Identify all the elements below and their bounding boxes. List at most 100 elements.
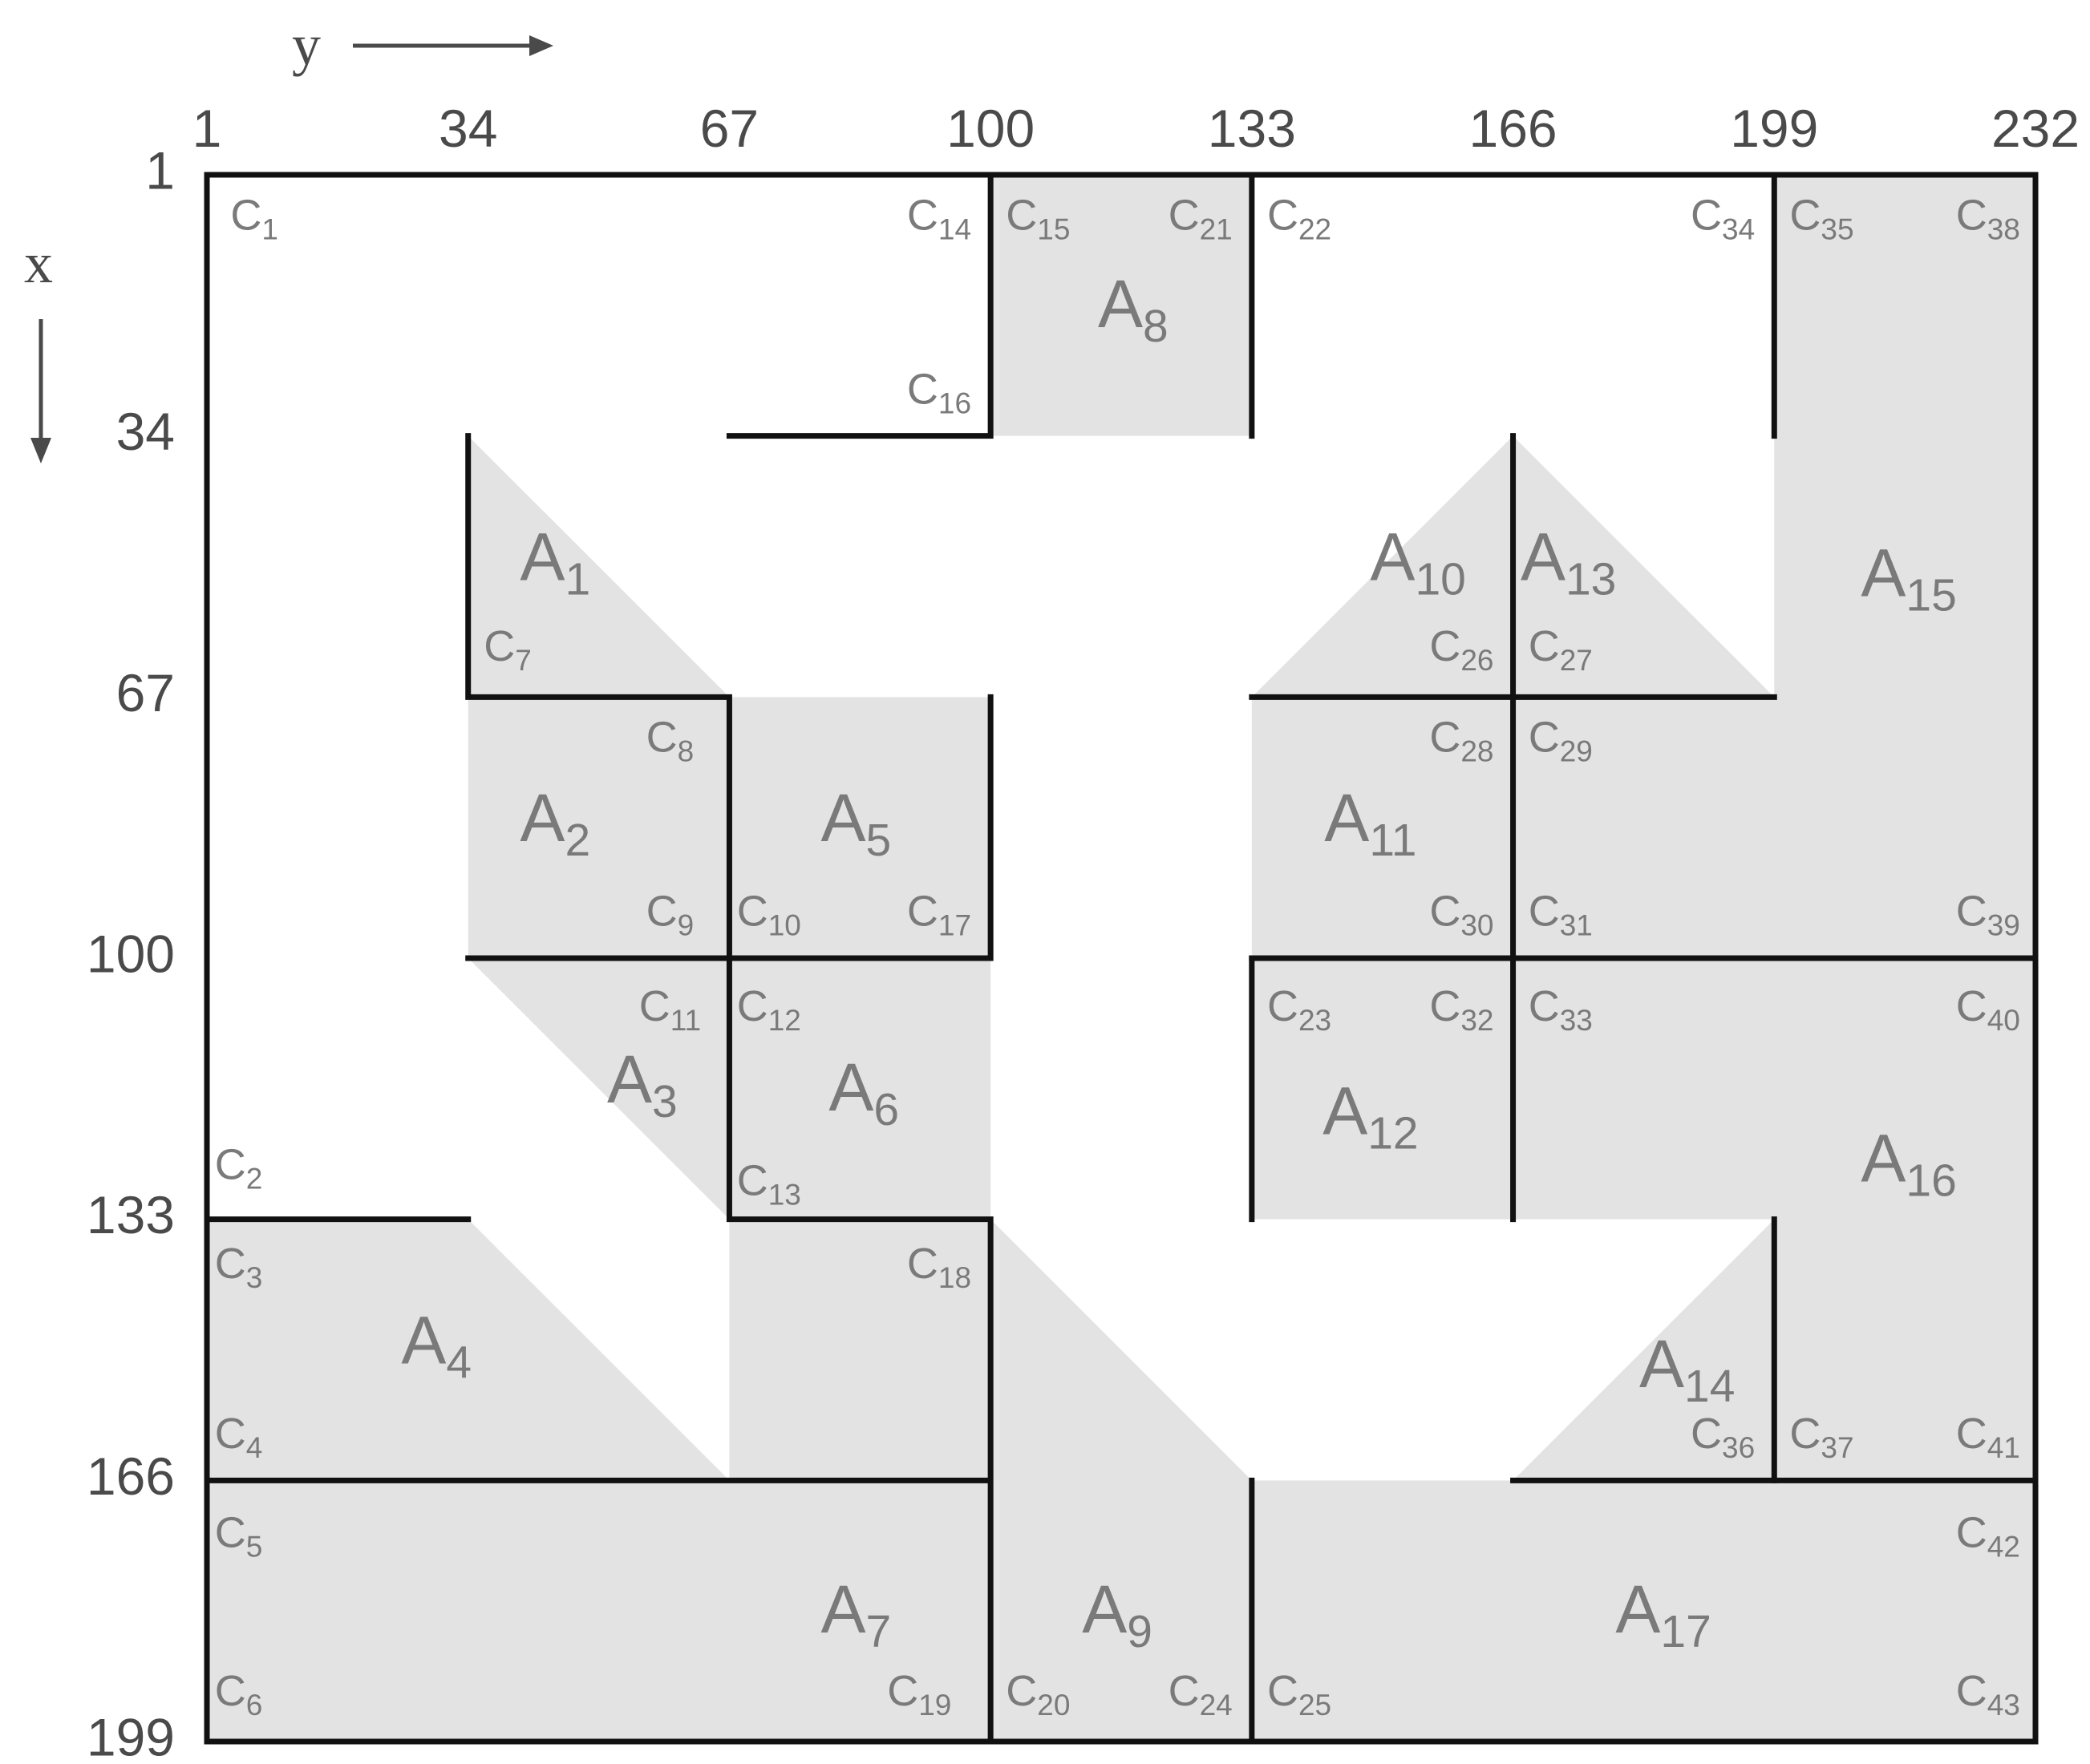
region-a8 bbox=[990, 175, 1252, 436]
y-tick-label: 133 bbox=[1208, 99, 1296, 158]
corner-label-c42: C42 bbox=[1956, 1509, 2020, 1564]
corner-label-c29: C29 bbox=[1529, 714, 1593, 768]
region-a12 bbox=[1251, 958, 1513, 1220]
corner-label-c1: C1 bbox=[230, 192, 278, 246]
x-tick-label: 34 bbox=[116, 402, 175, 461]
area-label-a17: A17 bbox=[1615, 1572, 1711, 1657]
corner-label-c11: C11 bbox=[639, 982, 701, 1037]
corner-label-c18: C18 bbox=[907, 1240, 971, 1294]
region-a15 bbox=[1513, 175, 2035, 958]
area-label-a13: A13 bbox=[1521, 520, 1616, 605]
area-label-a7: A7 bbox=[820, 1572, 891, 1657]
area-label-a1: A1 bbox=[520, 520, 590, 605]
region-a10 bbox=[1251, 435, 1513, 698]
corner-label-c31: C31 bbox=[1529, 888, 1593, 942]
corner-label-c41: C41 bbox=[1956, 1410, 2020, 1464]
area-labels: A1A2A3A4A5A6A7A8A9A10A11A12A13A14A15A16A… bbox=[401, 266, 1956, 1657]
y-axis-arrow-icon bbox=[353, 35, 553, 56]
corner-label-c19: C19 bbox=[887, 1667, 951, 1722]
corner-label-c25: C25 bbox=[1267, 1667, 1331, 1722]
area-label-a10: A10 bbox=[1370, 520, 1465, 605]
region-a17 bbox=[1251, 1480, 2035, 1742]
x-tick-label: 67 bbox=[116, 663, 175, 722]
corner-label-c40: C40 bbox=[1956, 982, 2020, 1037]
corner-label-c21: C21 bbox=[1169, 192, 1233, 246]
region-a14 bbox=[1513, 1219, 1775, 1481]
area-label-a5: A5 bbox=[820, 780, 891, 866]
y-tick-label: 34 bbox=[439, 99, 497, 158]
corner-label-c13: C13 bbox=[737, 1157, 801, 1212]
region-a11 bbox=[1251, 697, 1513, 958]
corner-label-c37: C37 bbox=[1789, 1410, 1853, 1464]
y-tick-label: 199 bbox=[1730, 99, 1818, 158]
walls bbox=[204, 172, 2039, 1745]
wall-segment bbox=[204, 433, 994, 1742]
x-tick-label: 199 bbox=[87, 1707, 175, 1764]
x-tick-label: 100 bbox=[87, 924, 175, 983]
region-a2 bbox=[468, 697, 730, 958]
x-tick-label: 166 bbox=[87, 1446, 175, 1506]
corner-label-c36: C36 bbox=[1691, 1410, 1755, 1464]
corner-label-c7: C7 bbox=[484, 622, 532, 677]
corner-label-c33: C33 bbox=[1529, 982, 1593, 1037]
corner-label-c2: C2 bbox=[215, 1141, 263, 1196]
x-tick-label: 133 bbox=[87, 1185, 175, 1244]
corner-label-c26: C26 bbox=[1429, 622, 1493, 677]
region-a6 bbox=[729, 958, 991, 1220]
corner-label-c10: C10 bbox=[737, 888, 801, 942]
corner-label-c38: C38 bbox=[1956, 192, 2020, 246]
corner-label-c28: C28 bbox=[1429, 714, 1493, 768]
corner-label-c39: C39 bbox=[1956, 888, 2020, 942]
corner-label-c23: C23 bbox=[1267, 982, 1331, 1037]
area-label-a16: A16 bbox=[1861, 1121, 1956, 1207]
corner-label-c32: C32 bbox=[1429, 982, 1493, 1037]
corner-label-c34: C34 bbox=[1691, 192, 1755, 246]
y-tick-label: 232 bbox=[1991, 99, 2080, 158]
wall-segment bbox=[726, 172, 994, 439]
corner-label-c17: C17 bbox=[907, 888, 971, 942]
corner-label-c27: C27 bbox=[1529, 622, 1593, 677]
corner-label-c5: C5 bbox=[215, 1509, 263, 1564]
corner-label-c24: C24 bbox=[1169, 1667, 1233, 1722]
corner-label-c15: C15 bbox=[1006, 192, 1070, 246]
corner-label-c35: C35 bbox=[1789, 192, 1853, 246]
corner-label-c16: C16 bbox=[907, 366, 971, 420]
area-label-a9: A9 bbox=[1082, 1572, 1152, 1657]
area-label-a3: A3 bbox=[607, 1042, 678, 1127]
y-tick-label: 100 bbox=[946, 99, 1035, 158]
region-a9 bbox=[990, 1219, 1252, 1742]
region-a7 bbox=[207, 1219, 991, 1742]
x-axis-name: x bbox=[24, 231, 53, 295]
corner-label-c6: C6 bbox=[215, 1667, 263, 1722]
area-label-a2: A2 bbox=[520, 780, 590, 866]
x-axis-arrow-icon bbox=[30, 319, 51, 463]
corner-label-c4: C4 bbox=[215, 1410, 263, 1464]
corner-label-c3: C3 bbox=[215, 1240, 263, 1294]
region-a5 bbox=[729, 697, 991, 958]
region-a1 bbox=[468, 435, 730, 698]
corner-label-c12: C12 bbox=[737, 982, 801, 1037]
shaded-regions bbox=[207, 175, 2035, 1742]
area-label-a4: A4 bbox=[401, 1303, 472, 1389]
corner-label-c30: C30 bbox=[1429, 888, 1493, 942]
y-tick-label: 67 bbox=[700, 99, 759, 158]
region-a4 bbox=[207, 1219, 730, 1481]
corner-label-c14: C14 bbox=[907, 192, 971, 246]
corner-label-c8: C8 bbox=[646, 714, 695, 768]
corner-label-c9: C9 bbox=[646, 888, 695, 942]
area-label-a15: A15 bbox=[1861, 535, 1956, 621]
corner-label-c43: C43 bbox=[1956, 1667, 2020, 1722]
x-tick-label: 1 bbox=[145, 140, 175, 200]
area-label-a6: A6 bbox=[828, 1050, 899, 1135]
region-a3 bbox=[468, 958, 730, 1220]
region-a13 bbox=[1513, 435, 1775, 698]
outer-border bbox=[204, 172, 2039, 1745]
wall-segment bbox=[465, 694, 994, 961]
area-label-a11: A11 bbox=[1324, 780, 1416, 866]
corner-label-c20: C20 bbox=[1006, 1667, 1070, 1722]
y-axis-name: y bbox=[292, 13, 321, 77]
